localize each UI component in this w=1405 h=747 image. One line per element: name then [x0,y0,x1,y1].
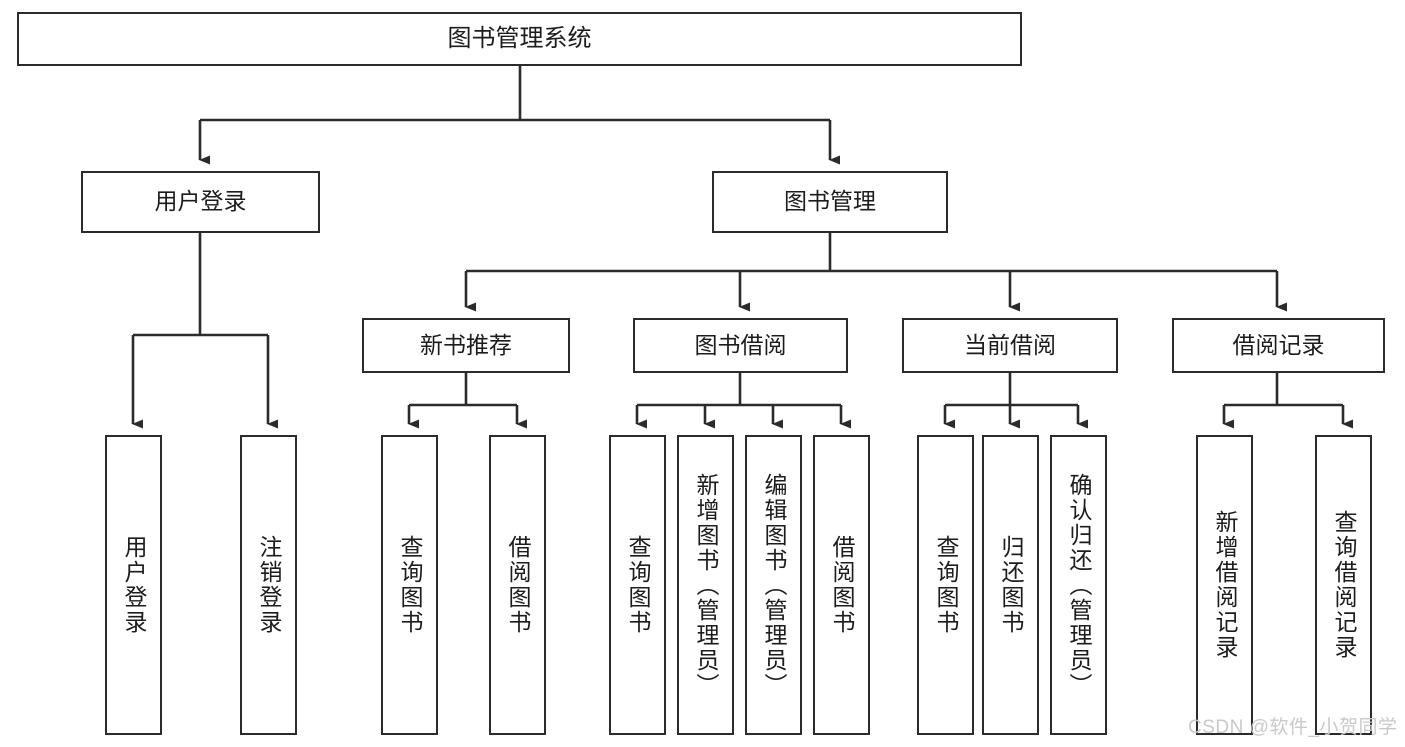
node-book-management-label: 图书管理 [784,188,876,215]
node-root-system[interactable]: 图书管理系统 [17,12,1022,66]
node-leaf-query-book-3-label: 查询图书 [933,535,959,635]
node-root-system-label: 图书管理系统 [447,24,592,52]
node-leaf-query-book-1-label: 查询图书 [397,535,423,635]
node-leaf-return-book-label: 归还图书 [998,535,1024,635]
node-borrow-record-label: 借阅记录 [1232,331,1325,358]
node-user-login-label: 用户登录 [154,188,247,215]
node-leaf-logout-login-label: 注销登录 [256,535,282,635]
node-leaf-query-record-label: 查询借阅记录 [1331,510,1357,660]
node-leaf-logout-login[interactable]: 注销登录 [240,435,297,735]
node-book-borrow[interactable]: 图书借阅 [633,318,848,373]
node-leaf-return-book[interactable]: 归还图书 [982,435,1039,735]
node-leaf-query-record[interactable]: 查询借阅记录 [1315,435,1372,735]
node-book-management[interactable]: 图书管理 [712,171,948,233]
node-new-book-recommend[interactable]: 新书推荐 [362,318,570,373]
node-leaf-query-book-2-label: 查询图书 [625,535,651,635]
node-leaf-borrow-book-2[interactable]: 借阅图书 [813,435,870,735]
node-leaf-add-record-label: 新增借阅记录 [1212,510,1238,660]
node-leaf-user-login-label: 用户登录 [121,535,147,635]
node-leaf-borrow-book-1[interactable]: 借阅图书 [489,435,546,735]
node-borrow-record[interactable]: 借阅记录 [1172,318,1385,373]
node-leaf-query-book-3[interactable]: 查询图书 [917,435,974,735]
node-user-login[interactable]: 用户登录 [81,171,320,233]
node-leaf-add-book-label: 新增图书（管理员） [693,472,719,698]
node-book-borrow-label: 图书借阅 [694,331,787,358]
node-new-book-recommend-label: 新书推荐 [420,331,512,358]
node-leaf-query-book-1[interactable]: 查询图书 [381,435,438,735]
node-leaf-edit-book[interactable]: 编辑图书（管理员） [745,435,802,735]
node-current-borrow[interactable]: 当前借阅 [902,318,1118,373]
node-leaf-borrow-book-1-label: 借阅图书 [505,535,531,635]
node-leaf-borrow-book-2-label: 借阅图书 [829,535,855,635]
node-leaf-add-record[interactable]: 新增借阅记录 [1196,435,1253,735]
node-leaf-confirm-return-label: 确认归还（管理员） [1066,472,1092,698]
node-leaf-confirm-return[interactable]: 确认归还（管理员） [1050,435,1107,735]
node-leaf-add-book[interactable]: 新增图书（管理员） [677,435,734,735]
node-leaf-user-login[interactable]: 用户登录 [105,435,162,735]
node-current-borrow-label: 当前借阅 [964,331,1056,358]
node-leaf-query-book-2[interactable]: 查询图书 [609,435,666,735]
node-leaf-edit-book-label: 编辑图书（管理员） [761,472,787,698]
csdn-watermark: CSDN @软件_小贺同学 [1188,717,1398,738]
